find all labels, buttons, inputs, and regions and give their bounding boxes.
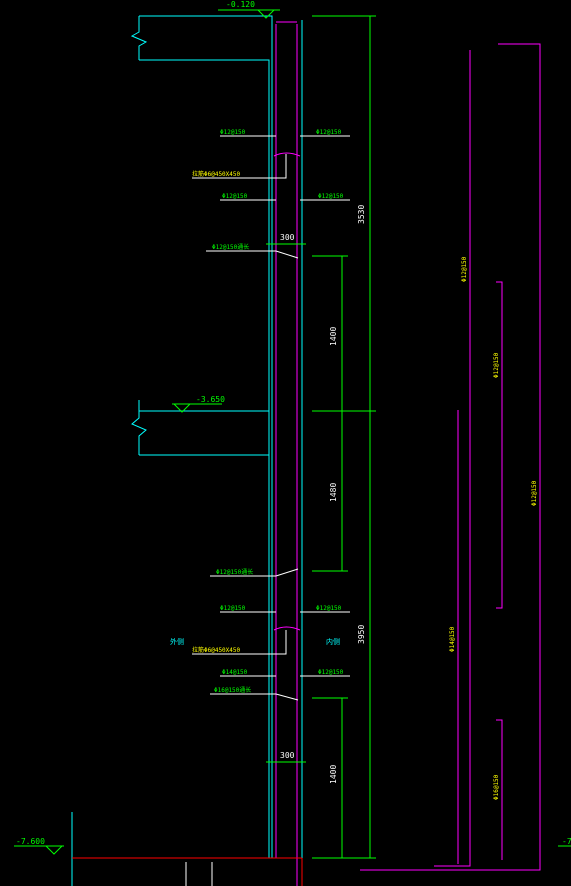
wall-rebar — [273, 21, 301, 886]
bar-label-b: Φ12@150 — [493, 352, 500, 378]
dimension-lines — [14, 9, 571, 859]
dim-wall-thickness-upper: 300 — [280, 233, 295, 242]
rebar-label-l-left-1: Φ12@150 — [220, 605, 246, 612]
rebar-label-l-right-1: Φ12@150 — [316, 605, 342, 612]
bar-label-c: Φ12@150 — [531, 480, 538, 506]
rebar-label-u-left-2: Φ12@150 — [222, 193, 248, 200]
rebar-label-l-left-2: Φ14@150 — [222, 669, 248, 676]
rebar-label-l-extend: Φ16@150通长 — [214, 686, 251, 694]
rebar-label-l-tie: 拉筋Φ6@450X450 — [192, 646, 241, 654]
dim-wall-thickness-lower: 300 — [280, 751, 295, 760]
foundation-beam — [72, 857, 303, 886]
level-top: -0.120 — [226, 0, 255, 9]
bar-label-a: Φ12@150 — [461, 256, 468, 282]
rebar-label-u-extend: Φ12@150通长 — [212, 243, 249, 251]
rebar-label-u-left-1: Φ12@150 — [220, 129, 246, 136]
side-label-outer: 外侧 — [170, 637, 184, 646]
rebar-label-u-tie: 拉筋Φ6@450X450 — [192, 170, 241, 178]
rebar-label-u-right-2: Φ12@150 — [318, 193, 344, 200]
foundation-white — [185, 862, 213, 886]
leader-lines — [192, 135, 350, 701]
side-label-inner: 内侧 — [326, 637, 340, 646]
bar-schedule — [360, 43, 541, 871]
level-bottom-right: -7 — [562, 837, 571, 846]
dim-lap-lower: 1400 — [329, 765, 338, 784]
level-bottom: -7.600 — [16, 837, 45, 846]
bar-label-e: Φ16@150 — [493, 774, 500, 800]
slab-outlines — [71, 15, 303, 886]
break-symbols — [130, 16, 148, 455]
dim-lap-upper: 1400 — [329, 327, 338, 346]
rebar-label-m-extend: Φ12@150通长 — [216, 568, 253, 576]
dim-upper-height: 3530 — [357, 205, 366, 224]
dim-lower-height: 3950 — [357, 625, 366, 644]
rebar-label-l-right-2: Φ12@150 — [318, 669, 344, 676]
level-middle: -3.650 — [196, 395, 225, 404]
rebar-label-u-right-1: Φ12@150 — [316, 129, 342, 136]
dim-lap-middle: 1480 — [329, 483, 338, 502]
bar-label-d: Φ14@150 — [449, 626, 456, 652]
